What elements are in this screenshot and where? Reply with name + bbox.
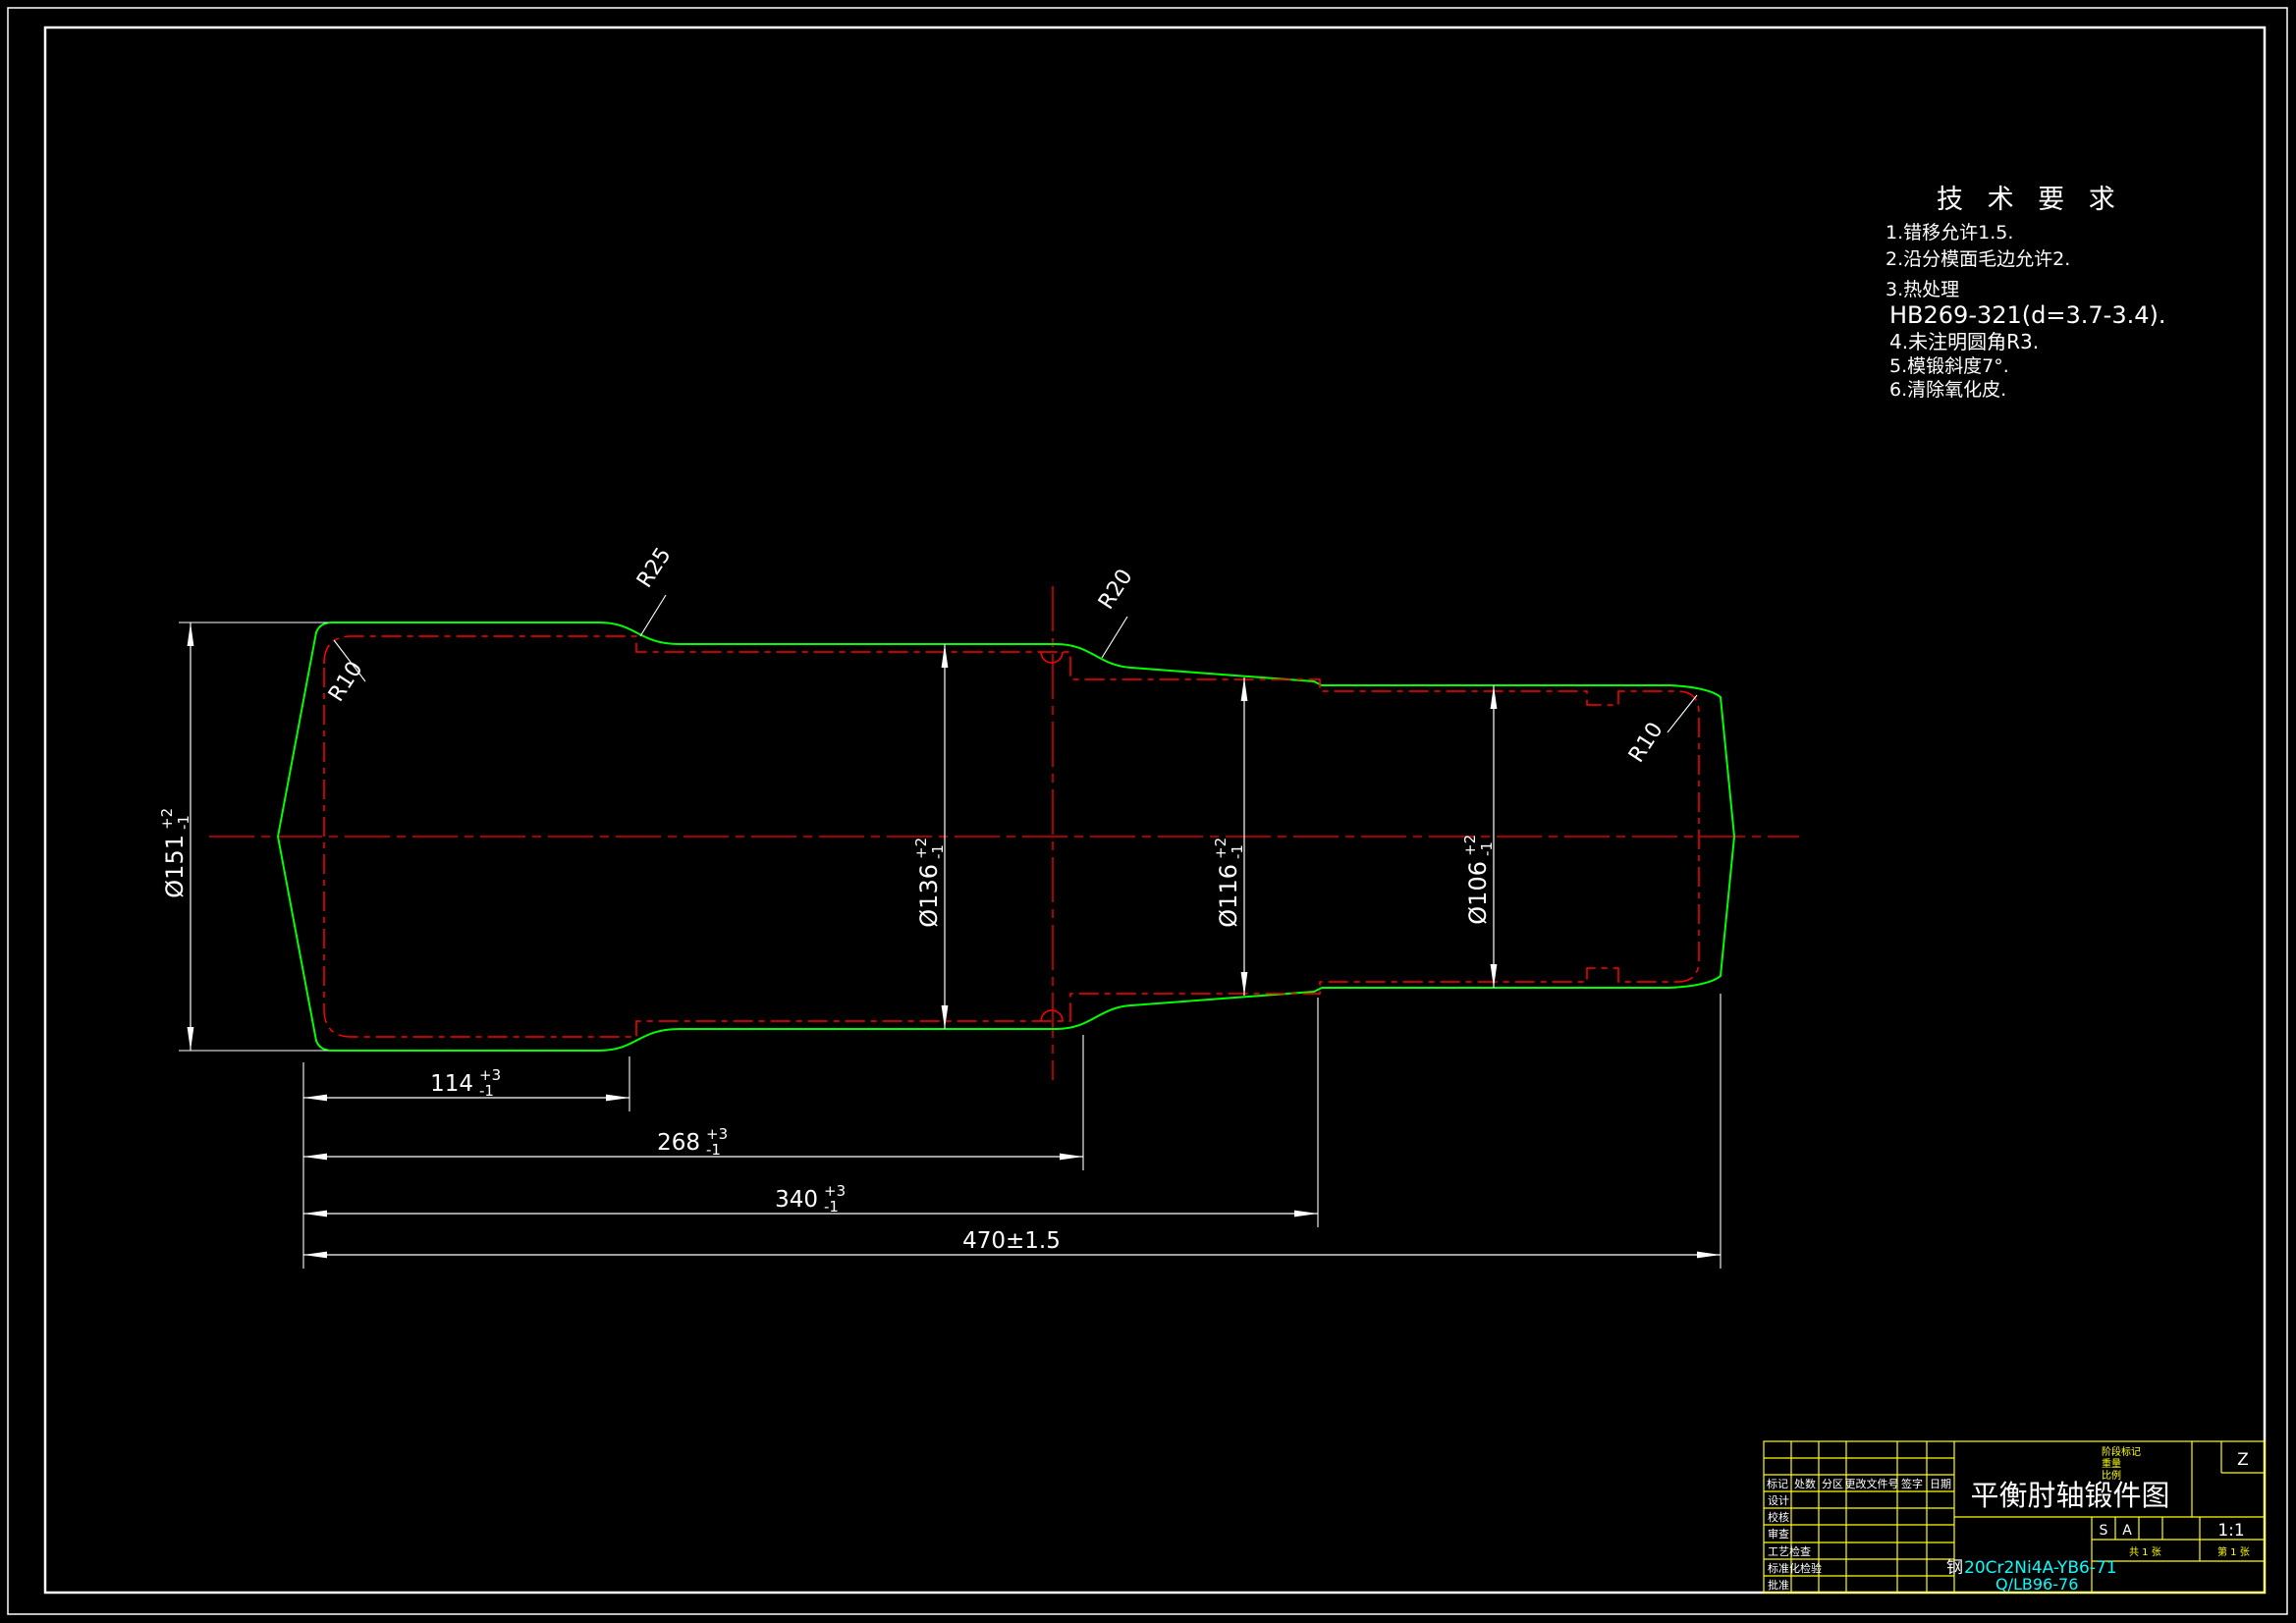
radius-r25-label: R25 bbox=[632, 543, 677, 592]
radius-r20: R20 bbox=[1094, 565, 1138, 659]
tech-req-line-5: 4.未注明圆角R3. bbox=[1889, 330, 2039, 353]
material-standard: Q/LB96-76 bbox=[1995, 1575, 2078, 1594]
radius-r20-label: R20 bbox=[1094, 565, 1138, 614]
inner-border bbox=[43, 26, 2267, 1595]
title-block-small-labels: 阶段标记 重量 比例 共 1 张 第 1 张 bbox=[2102, 1445, 2250, 1558]
row-review: 审查 bbox=[1768, 1527, 1789, 1541]
dim-len340-tol-dn: -1 bbox=[824, 1198, 839, 1216]
title-block-grid bbox=[1763, 1440, 2266, 1594]
zone-marker: Z bbox=[2237, 1450, 2249, 1470]
dim-len470-value: 470±1.5 bbox=[962, 1228, 1061, 1254]
dim-len268: 268 +3 -1 bbox=[657, 1125, 728, 1159]
tech-req-line-7: 6.清除氧化皮. bbox=[1889, 379, 2006, 401]
dim-len268-tol-dn: -1 bbox=[706, 1141, 721, 1159]
row-check: 校核 bbox=[1768, 1510, 1789, 1524]
weight-label: 重量 bbox=[2102, 1457, 2121, 1470]
trim-notch-top bbox=[1040, 651, 1064, 664]
dim-dia151-tol-dn: -1 bbox=[175, 815, 192, 830]
dim-len268-tol-up: +3 bbox=[706, 1125, 728, 1143]
dim-len114-tol-up: +3 bbox=[479, 1066, 501, 1084]
radius-r10-left-label: R10 bbox=[324, 657, 368, 706]
machined-outline bbox=[323, 635, 1700, 1038]
forging-outline bbox=[276, 622, 1736, 1052]
tech-req-line-1: 1.错移允许1.5. bbox=[1886, 222, 2013, 243]
stage-mark-s: S bbox=[2100, 1523, 2108, 1539]
outer-border bbox=[7, 7, 2288, 1615]
header-mark: 标记 bbox=[1767, 1477, 1788, 1490]
row-standard-check: 标准化检验 bbox=[1768, 1561, 1822, 1575]
tech-req-line-2: 2.沿分模面毛边允许2. bbox=[1886, 248, 2070, 270]
tech-requirements: 技 术 要 求 1.错移允许1.5. 2.沿分模面毛边允许2. 3.热处理 HB… bbox=[1886, 185, 2165, 401]
dim-len340-value: 340 bbox=[775, 1187, 818, 1213]
sheet-total: 共 1 张 bbox=[2129, 1546, 2161, 1558]
dim-len114-tol-dn: -1 bbox=[479, 1082, 494, 1100]
dim-dia136: Ø136 +2 -1 bbox=[912, 838, 947, 928]
dim-dia116: Ø116 +2 -1 bbox=[1212, 838, 1246, 928]
radius-r10-left: R10 bbox=[324, 639, 368, 706]
dim-dia106: Ø106 +2 -1 bbox=[1461, 835, 1496, 925]
header-count: 处数 bbox=[1794, 1478, 1816, 1490]
dim-len114: 114 +3 -1 bbox=[430, 1066, 501, 1100]
header-signature: 签字 bbox=[1901, 1477, 1923, 1490]
stage-mark-a: A bbox=[2122, 1523, 2132, 1539]
dim-dia106-value: Ø106 bbox=[1464, 861, 1492, 925]
radius-r25: R25 bbox=[632, 543, 677, 637]
dim-len340-tol-up: +3 bbox=[824, 1182, 846, 1200]
row-design: 设计 bbox=[1768, 1494, 1789, 1507]
dim-dia151: Ø151 +2 -1 bbox=[158, 808, 192, 898]
dim-dia106-tol-dn: -1 bbox=[1478, 841, 1496, 856]
radius-r10-right-label: R10 bbox=[1624, 718, 1668, 767]
dim-dia106-tol-up: +2 bbox=[1461, 835, 1479, 856]
dim-dia136-tol-dn: -1 bbox=[929, 844, 947, 859]
scale-value: 1:1 bbox=[2217, 1521, 2244, 1541]
dim-dia151-value: Ø151 bbox=[161, 835, 189, 898]
dim-len340: 340 +3 -1 bbox=[775, 1182, 846, 1216]
stage-label: 阶段标记 bbox=[2102, 1445, 2141, 1458]
part-name: 平衡肘轴锻件图 bbox=[1970, 1479, 2169, 1512]
extension-lines bbox=[179, 622, 1722, 1269]
tech-requirements-title: 技 术 要 求 bbox=[1937, 185, 2123, 215]
material-prefix: 钢 bbox=[1946, 1558, 1963, 1578]
dim-len268-value: 268 bbox=[657, 1130, 700, 1156]
title-block-left-table: 标记 处数 分区 更改文件号 签字 日期 设计 校核 审查 工艺检查 标准化检验… bbox=[1767, 1477, 1951, 1592]
scale-label: 比例 bbox=[2102, 1469, 2121, 1482]
radius-r10-right: R10 bbox=[1624, 694, 1698, 767]
tech-req-line-6: 5.模锻斜度7°. bbox=[1889, 355, 2009, 377]
header-zone: 分区 bbox=[1822, 1478, 1843, 1490]
dim-dia136-tol-up: +2 bbox=[912, 838, 930, 859]
dim-dia116-tol-dn: -1 bbox=[1229, 844, 1246, 859]
header-date: 日期 bbox=[1930, 1478, 1951, 1490]
dimension-lines bbox=[187, 622, 1721, 1259]
dim-len114-value: 114 bbox=[430, 1071, 473, 1097]
dim-dia116-tol-up: +2 bbox=[1212, 838, 1230, 859]
dim-dia116-value: Ø116 bbox=[1215, 864, 1242, 928]
dim-dia136-value: Ø136 bbox=[915, 864, 943, 928]
title-block: 标记 处数 分区 更改文件号 签字 日期 设计 校核 审查 工艺检查 标准化检验… bbox=[1763, 1440, 2266, 1594]
tech-req-line-3: 3.热处理 bbox=[1886, 279, 1959, 300]
trim-notch-bottom bbox=[1040, 1009, 1064, 1022]
sheet-number: 第 1 张 bbox=[2217, 1545, 2250, 1558]
dim-dia151-tol-up: +2 bbox=[158, 808, 176, 830]
row-process-check: 工艺检查 bbox=[1768, 1544, 1811, 1558]
material-spec: 20Cr2Ni4A-YB6-71 bbox=[1964, 1558, 2117, 1578]
row-approve: 批准 bbox=[1768, 1578, 1789, 1592]
header-change-doc: 更改文件号 bbox=[1845, 1477, 1899, 1490]
tech-req-line-4: HB269-321(d=3.7-3.4). bbox=[1889, 301, 2165, 329]
